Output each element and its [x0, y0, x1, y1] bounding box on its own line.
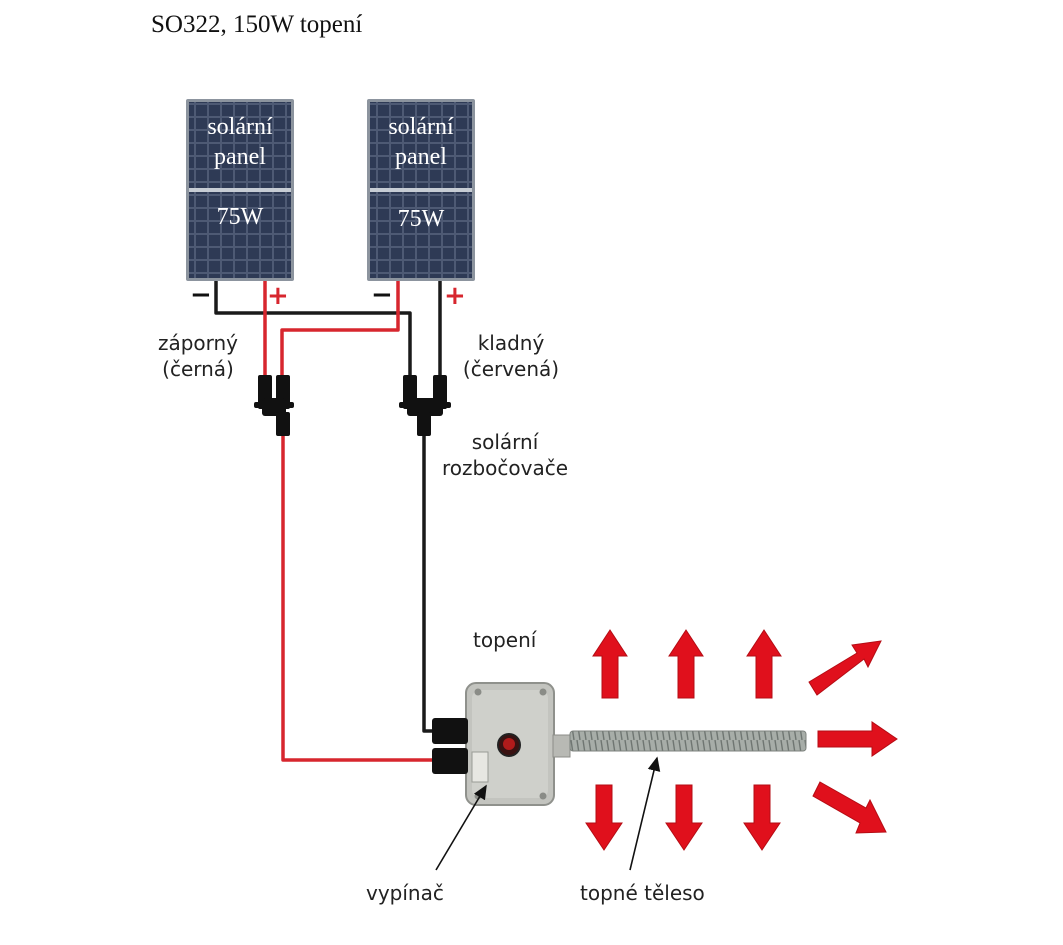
- panel-1-label-line2: panel: [214, 144, 266, 170]
- switch-pointer-arrow: [435, 784, 487, 871]
- heat-arrow-down-3: [743, 784, 781, 851]
- heater-box: [432, 682, 555, 806]
- heat-arrow-up-3: [746, 629, 782, 699]
- heat-arrow-up-1: [592, 629, 628, 699]
- panel-2-negative-sign: −: [371, 280, 393, 310]
- negative-wire-label: záporný (černá): [138, 330, 258, 382]
- panel-2-power: 75W: [397, 206, 445, 232]
- panel-1-positive-sign: +: [267, 281, 289, 311]
- power-switch-button[interactable]: [497, 733, 521, 757]
- positive-wire-label-line2: (červená): [462, 357, 560, 381]
- splitter-connector-right: [399, 375, 451, 436]
- panel-2-label-line1: solární: [388, 114, 454, 140]
- element-pointer-arrow: [629, 756, 661, 871]
- positive-wire-label-line1: kladný: [477, 331, 545, 355]
- heater-label: topení: [473, 628, 537, 652]
- panel-1-label-line1: solární: [207, 114, 273, 140]
- positive-wire-label: kladný (červená): [446, 330, 576, 382]
- heat-arrow-up-right: [808, 640, 882, 696]
- splitters-label: solární rozbočovače: [425, 429, 585, 481]
- panel-2-label-line2: panel: [395, 144, 447, 170]
- heat-arrow-down-1: [585, 784, 623, 851]
- splitters-label-line2: rozbočovače: [441, 456, 569, 480]
- heating-element-rod: [552, 730, 807, 758]
- diagram-title: SO322, 150W topení: [151, 11, 363, 38]
- negative-wire-label-line2: (černá): [162, 357, 234, 381]
- heat-arrow-up-2: [668, 629, 704, 699]
- heat-arrow-right: [817, 721, 898, 757]
- switch-label: vypínač: [366, 881, 444, 905]
- solar-panel-1: [186, 99, 294, 281]
- positive-wires: [263, 281, 436, 762]
- heating-element-label: topné těleso: [580, 881, 705, 905]
- panel-2-label: solární panel: [370, 112, 472, 172]
- panel-1-label: solární panel: [189, 112, 291, 172]
- splitter-connector-left: [254, 375, 294, 436]
- heat-arrows: [585, 629, 898, 851]
- panel-1-power: 75W: [216, 204, 264, 230]
- solar-panel-2: [367, 99, 475, 281]
- heat-arrow-down-right: [812, 781, 887, 834]
- panel-1-negative-sign: −: [190, 280, 212, 310]
- negative-wire-label-line1: záporný: [157, 331, 239, 355]
- panel-2-positive-sign: +: [444, 281, 466, 311]
- heat-arrow-down-2: [665, 784, 703, 851]
- splitters-label-line1: solární: [471, 430, 539, 454]
